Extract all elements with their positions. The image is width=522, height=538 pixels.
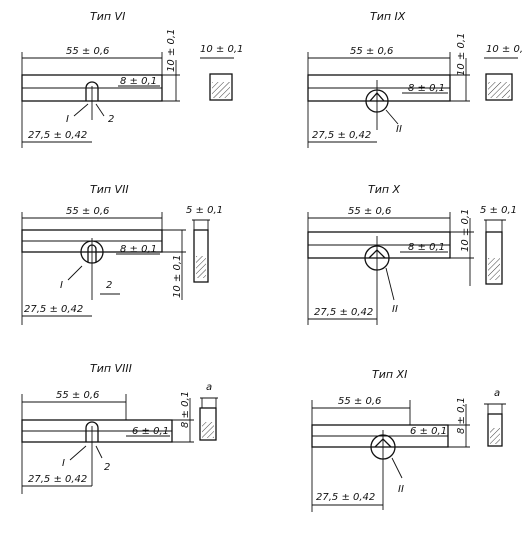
dim-offset-type-viii: 27,5 ± 0,42 [28,474,87,485]
dim-height-type-viii: 8 ± 0,1 [180,391,191,428]
dim-height-type-x: 10 ± 0,1 [460,209,471,252]
label-ii-type-x: II [392,304,398,315]
dim-length-type-vi: 55 ± 0,6 [66,46,109,57]
section-type-xi [487,413,503,447]
title-type-vi: Тип VI [90,10,125,23]
label-2-type-vii: 2 [106,280,112,291]
section-type-x [485,231,503,285]
specimen-type-x: Тип X 55 ± 0,6 10 ± 0,1 8 ± 0,1 27,5 ± 0… [307,183,517,325]
dim-length-type-viii: 55 ± 0,6 [56,390,99,401]
dim-height-type-xi: 8 ± 0,1 [456,397,467,434]
dim-notch-type-viii: 6 ± 0,1 [132,426,169,437]
dim-offset-type-vi: 27,5 ± 0,42 [28,130,87,141]
slot-notch-type-vi [85,81,99,101]
dim-length-type-vii: 55 ± 0,6 [66,206,109,217]
specimen-type-xi: Тип XI 55 ± 0,6 8 ± 0,1 6 ± 0,1 27,5 ± 0… [311,368,506,512]
dim-offset-type-vii: 27,5 ± 0,42 [24,304,83,315]
specimen-type-vii: Тип VII 55 ± 0,6 10 ± 0,1 8 ± 0,1 27,5 ±… [21,183,223,325]
dim-notch-type-xi: 6 ± 0,1 [410,426,447,437]
label-2-type-vi: 2 [108,114,114,125]
dim-notch-type-vii: 8 ± 0,1 [120,244,157,255]
dim-thickness-type-vi: 10 ± 0,1 [200,44,243,55]
dim-offset-type-ix: 27,5 ± 0,42 [312,130,371,141]
dim-height-type-ix: 10 ± 0,1 [456,33,467,76]
title-type-xi: Тип XI [372,368,407,381]
section-type-vii [193,229,209,283]
dim-notch-type-x: 8 ± 0,1 [408,242,445,253]
dim-thickness-type-ix: 10 ± 0,1 [486,44,522,55]
dim-notch-type-vi: 8 ± 0,1 [120,76,157,87]
label-i-type-vii: I [60,280,63,291]
dim-notch-type-ix: 8 ± 0,1 [408,83,445,94]
dim-length-type-x: 55 ± 0,6 [348,206,391,217]
label-ii-type-xi: II [398,484,404,495]
dim-thickness-type-vii: 5 ± 0,1 [186,205,223,216]
title-type-ix: Тип IX [370,10,406,23]
dim-length-type-xi: 55 ± 0,6 [338,396,381,407]
specimen-type-ix: Тип IX 55 ± 0,6 10 ± 0,1 8 ± 0,1 27,5 ± … [307,10,522,148]
dim-offset-type-x: 27,5 ± 0,42 [314,307,373,318]
dim-height-type-vii: 10 ± 0,1 [172,255,183,298]
section-type-viii [199,407,217,441]
label-ii-type-ix: II [396,124,402,135]
dim-thickness-type-xi: a [494,388,500,399]
title-type-vii: Тип VII [90,183,129,196]
dim-offset-type-xi: 27,5 ± 0,42 [316,492,375,503]
label-i-type-viii: I [62,458,65,469]
dim-height-type-vi: 10 ± 0,1 [166,29,177,72]
title-type-viii: Тип VIII [90,362,132,375]
dim-thickness-type-viii: a [206,382,212,393]
title-type-x: Тип X [368,183,401,196]
dim-thickness-type-x: 5 ± 0,1 [480,205,517,216]
specimen-type-vi: Тип VI 55 ± 0,6 10 ± 0,1 8 ± 0,1 27,5 ± … [21,10,243,148]
section-type-vi [209,73,233,101]
label-2-type-viii: 2 [104,462,110,473]
section-type-ix [485,73,513,101]
dim-length-type-ix: 55 ± 0,6 [350,46,393,57]
specimen-type-viii: Тип VIII 55 ± 0,6 8 ± 0,1 6 ± 0,1 27,5 ±… [21,362,218,494]
slot-notch-type-viii [85,421,99,442]
label-i-type-vi: I [66,114,69,125]
